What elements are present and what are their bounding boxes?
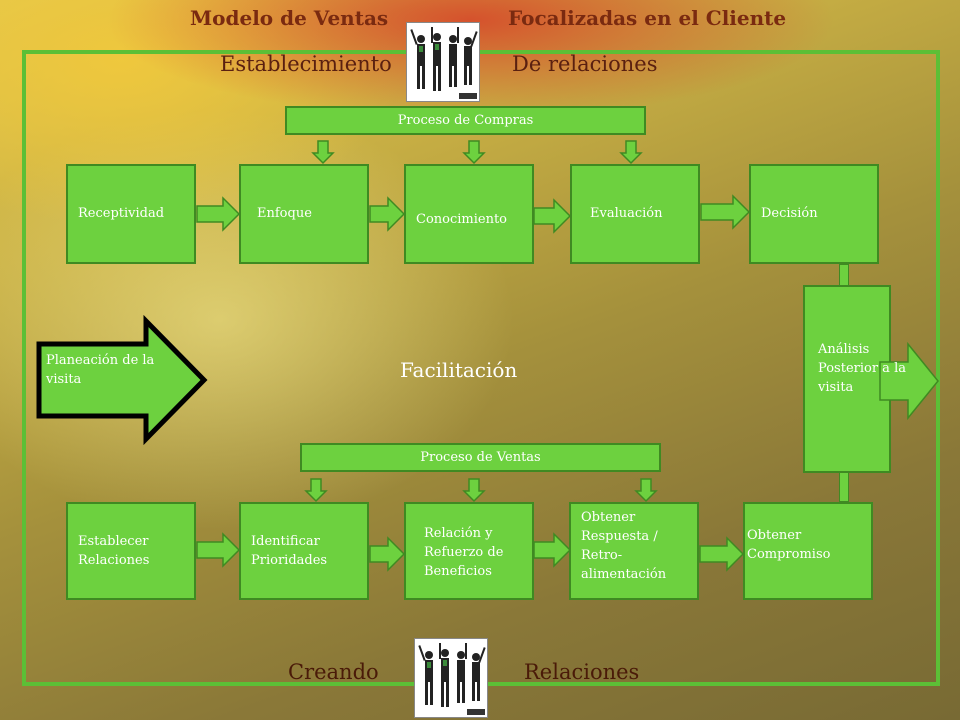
- planning-arrow: [36, 314, 208, 446]
- step-label: Establecer Relaciones: [78, 534, 150, 568]
- right-arrow-icon: [699, 536, 745, 572]
- step-label: Enfoque: [257, 206, 312, 221]
- planning-label: Planeación de la visita: [46, 353, 155, 387]
- step-label: Evaluación: [590, 206, 663, 221]
- step-label: Identificar Prioridades: [251, 534, 328, 568]
- step-decision: Decisión: [749, 164, 879, 264]
- step-label: Conocimiento: [416, 212, 508, 227]
- right-arrow-icon: [196, 196, 241, 232]
- post-visit-analysis-label: Análisis Posterior a la visita: [818, 342, 906, 395]
- footer-right: Relaciones: [524, 660, 640, 684]
- title-left: Modelo de Ventas: [190, 6, 389, 30]
- down-arrow-icon: [462, 478, 486, 503]
- team-celebration-photo-top: [406, 22, 480, 102]
- step-label: Decisión: [761, 206, 818, 221]
- step-identificar-prioridades: Identificar Prioridades: [239, 502, 369, 600]
- footer-left: Creando: [288, 660, 379, 684]
- step-receptividad: Receptividad: [66, 164, 196, 264]
- buying-process-bar: Proceso de Compras: [285, 106, 646, 135]
- down-arrow-icon: [462, 140, 486, 165]
- right-arrow-icon: [369, 196, 406, 232]
- team-celebration-photo-bottom: [414, 638, 488, 718]
- down-arrow-icon: [619, 140, 643, 165]
- right-arrow-icon: [533, 198, 572, 234]
- down-arrow-icon: [634, 478, 658, 503]
- step-relacion-refuerzo: Relación y Refuerzo de Beneficios: [404, 502, 534, 600]
- step-establecer-relaciones: Establecer Relaciones: [66, 502, 196, 600]
- right-arrow-icon: [369, 536, 406, 572]
- title-right: Focalizadas en el Cliente: [508, 6, 787, 30]
- step-label: Obtener Compromiso: [747, 528, 831, 562]
- connector-line: [839, 264, 849, 286]
- down-arrow-icon: [304, 478, 328, 503]
- step-evaluacion: Evaluación: [570, 164, 700, 264]
- post-visit-analysis-box: [803, 285, 891, 473]
- right-arrow-icon: [533, 532, 572, 568]
- down-arrow-icon: [311, 140, 335, 165]
- facilitation-label: Facilitación: [400, 358, 518, 382]
- step-conocimiento: Conocimiento: [404, 164, 534, 264]
- step-label: Receptividad: [78, 206, 165, 221]
- step-obtener-compromiso: Obtener Compromiso: [743, 502, 873, 600]
- connector-line: [839, 472, 849, 502]
- sales-process-bar: Proceso de Ventas: [300, 443, 661, 472]
- right-arrow-icon: [196, 532, 241, 568]
- subtitle-right: De relaciones: [512, 52, 658, 76]
- step-label: Relación y Refuerzo de Beneficios: [424, 526, 504, 579]
- step-obtener-respuesta: Obtener Respuesta / Retro-alimentación: [569, 502, 699, 600]
- subtitle-left: Establecimiento: [220, 52, 392, 76]
- right-arrow-icon: [700, 194, 751, 230]
- right-arrow-icon: [879, 341, 939, 421]
- step-enfoque: Enfoque: [239, 164, 369, 264]
- step-label: Obtener Respuesta / Retro-alimentación: [581, 510, 667, 582]
